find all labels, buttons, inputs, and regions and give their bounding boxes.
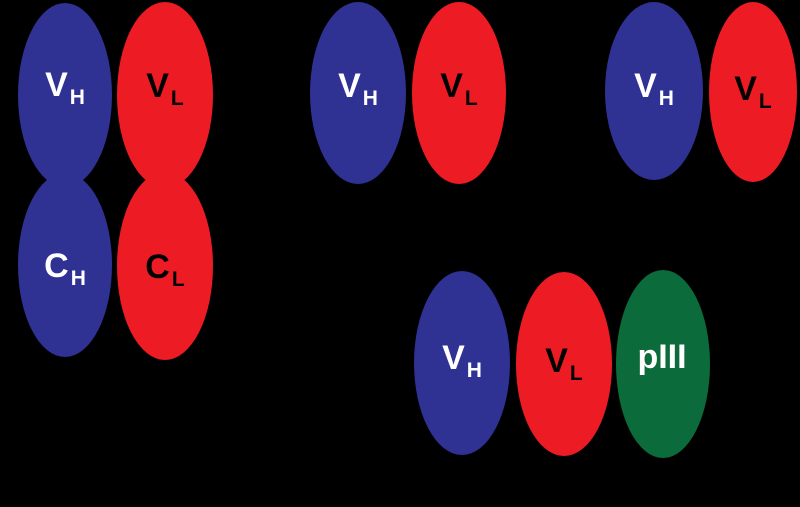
fab-vl-label: VL: [146, 67, 184, 110]
scfv-piii-vl-domain: VL: [516, 272, 612, 456]
scfv-piii-vh-domain: VH: [414, 271, 510, 455]
piii-domain: pIII: [616, 270, 710, 458]
scfv-vh-label: VH: [634, 67, 674, 110]
fv-vh-domain: VH: [310, 2, 406, 184]
scfv-vh-domain: VH: [605, 2, 703, 180]
scfv-piii-vl-label: VL: [545, 342, 583, 385]
scfv-piii-vh-label: VH: [442, 339, 482, 382]
fab-ch-label: CH: [44, 247, 86, 290]
fab-cl-label: CL: [145, 248, 185, 291]
piii-label: pIII: [637, 338, 687, 376]
fab-ch-domain: CH: [18, 173, 112, 357]
fab-vh-label: VH: [45, 66, 85, 109]
fab-cl-domain: CL: [117, 172, 213, 360]
fv-vh-label: VH: [338, 67, 378, 110]
fab-vl-domain: VL: [117, 2, 213, 188]
scfv-vl-domain: VL: [709, 2, 797, 182]
scfv-vl-label: VL: [734, 70, 772, 113]
fab-vh-domain: VH: [18, 3, 112, 187]
fv-vl-label: VL: [440, 67, 478, 110]
fv-vl-domain: VL: [412, 2, 506, 184]
